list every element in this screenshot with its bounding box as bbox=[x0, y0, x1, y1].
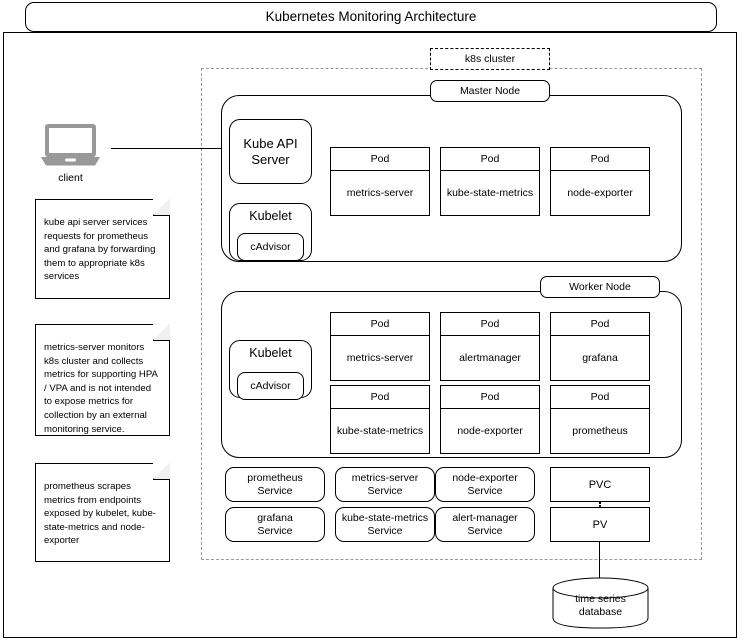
pod-header: Pod bbox=[441, 313, 539, 336]
note-kube-api: kube api server services requests for pr… bbox=[35, 198, 170, 299]
pod-header: Pod bbox=[551, 386, 649, 409]
master-kubelet-label: Kubelet bbox=[249, 209, 292, 223]
pod-name: metrics-server bbox=[346, 352, 414, 364]
service-chip: node-exporter Service bbox=[435, 467, 535, 502]
pod-name: grafana bbox=[582, 352, 618, 364]
service-chip: kube-state-metrics Service bbox=[335, 507, 435, 542]
service-name: node-exporter bbox=[452, 471, 518, 484]
pod-name: prometheus bbox=[572, 425, 628, 437]
service-kind: Service bbox=[467, 524, 503, 537]
pv-box: PV bbox=[550, 507, 650, 542]
note-prometheus: prometheus scrapes metrics from endpoint… bbox=[35, 462, 170, 562]
k8s-cluster-label: k8s cluster bbox=[430, 48, 550, 70]
pod-card: Pod alertmanager bbox=[440, 312, 540, 381]
kube-api-server-line1: Kube API bbox=[243, 135, 298, 151]
pod-name: metrics-server bbox=[346, 187, 414, 199]
service-chip: grafana Service bbox=[225, 507, 325, 542]
pod-name: node-exporter bbox=[457, 425, 523, 437]
service-name: grafana bbox=[257, 511, 293, 524]
pod-name: alertmanager bbox=[459, 352, 521, 364]
pod-header: Pod bbox=[331, 148, 429, 171]
pod-header: Pod bbox=[551, 148, 649, 171]
service-kind: Service bbox=[467, 484, 503, 497]
database-label: time series database bbox=[552, 593, 649, 619]
pod-header: Pod bbox=[551, 313, 649, 336]
database-line2: database bbox=[578, 606, 623, 619]
note-text: kube api server services requests for pr… bbox=[44, 217, 156, 283]
pod-header: Pod bbox=[331, 313, 429, 336]
note-fold-icon bbox=[153, 198, 170, 216]
pod-card: Pod prometheus bbox=[550, 385, 650, 454]
service-kind: Service bbox=[367, 524, 403, 537]
service-name: metrics-server bbox=[351, 471, 419, 484]
note-text: metrics-server monitors k8s cluster and … bbox=[44, 342, 158, 435]
client-label: client bbox=[58, 172, 83, 184]
service-chip: prometheus Service bbox=[225, 467, 325, 502]
worker-node-label: Worker Node bbox=[540, 276, 660, 298]
pod-header: Pod bbox=[331, 386, 429, 409]
pod-card: Pod metrics-server bbox=[330, 147, 430, 216]
pv-to-database-line bbox=[599, 542, 600, 585]
pvc-box: PVC bbox=[550, 467, 650, 502]
kube-api-server-line2: Server bbox=[251, 151, 290, 167]
pod-name: kube-state-metrics bbox=[336, 425, 424, 437]
pod-card: Pod node-exporter bbox=[550, 147, 650, 216]
page-title: Kubernetes Monitoring Architecture bbox=[25, 2, 717, 32]
service-kind: Service bbox=[257, 524, 293, 537]
service-name: prometheus bbox=[247, 471, 303, 484]
pod-header: Pod bbox=[441, 386, 539, 409]
pvc-pv-connector bbox=[599, 502, 601, 507]
master-node-label: Master Node bbox=[430, 80, 550, 102]
pod-name: node-exporter bbox=[567, 187, 633, 199]
note-metrics-server: metrics-server monitors k8s cluster and … bbox=[35, 323, 170, 436]
note-fold-icon bbox=[153, 462, 170, 480]
time-series-database: time series database bbox=[552, 577, 649, 629]
service-name: alert-manager bbox=[452, 511, 518, 524]
note-fold-icon bbox=[153, 323, 170, 341]
pod-name: kube-state-metrics bbox=[446, 187, 534, 199]
pod-card: Pod node-exporter bbox=[440, 385, 540, 454]
service-chip: metrics-server Service bbox=[335, 467, 435, 502]
service-name: kube-state-metrics bbox=[341, 511, 429, 524]
service-kind: Service bbox=[367, 484, 403, 497]
worker-kubelet-label: Kubelet bbox=[249, 346, 292, 360]
pod-card: Pod kube-state-metrics bbox=[440, 147, 540, 216]
note-text: prometheus scrapes metrics from endpoint… bbox=[44, 481, 157, 547]
laptop-icon bbox=[41, 124, 100, 166]
pod-card: Pod metrics-server bbox=[330, 312, 430, 381]
service-chip: alert-manager Service bbox=[435, 507, 535, 542]
pod-card: Pod kube-state-metrics bbox=[330, 385, 430, 454]
pod-header: Pod bbox=[441, 148, 539, 171]
kube-api-server-box: Kube API Server bbox=[229, 119, 312, 184]
master-cadvisor-box: cAdvisor bbox=[237, 233, 304, 261]
client-to-api-line bbox=[111, 148, 228, 149]
worker-cadvisor-box: cAdvisor bbox=[237, 372, 304, 400]
database-line1: time series bbox=[575, 593, 626, 605]
service-kind: Service bbox=[257, 484, 293, 497]
pod-card: Pod grafana bbox=[550, 312, 650, 381]
